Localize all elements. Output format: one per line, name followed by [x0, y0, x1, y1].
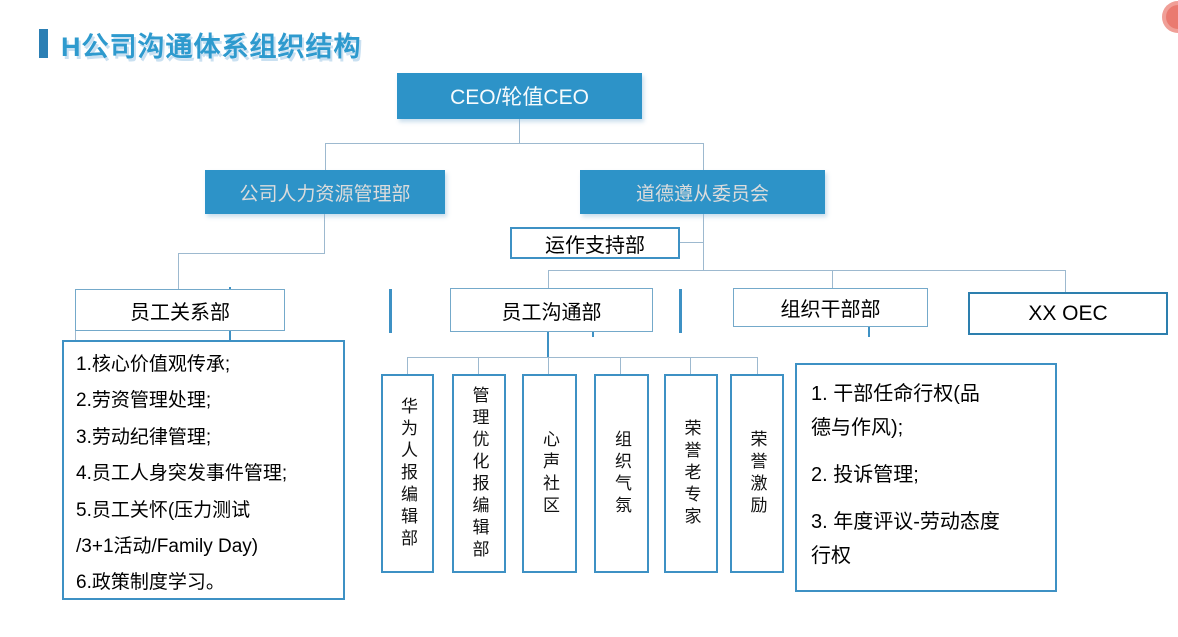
- comm-dept-box: 员工沟通部: [450, 288, 653, 332]
- duty-line: 6.政策制度学习。: [76, 572, 225, 594]
- duty-item: 2. 投诉管理;: [811, 458, 1045, 492]
- comm-child-box: 荣誉激励: [730, 374, 784, 573]
- comm-child-label: 管理优化报编辑部: [469, 385, 489, 562]
- page-title: H公司沟通体系组织结构: [61, 32, 362, 62]
- connector-line: [324, 214, 325, 254]
- cadre-duties-panel: 1. 干部任命行权(品 德与作风); 2. 投诉管理; 3. 年度评议-劳动态度…: [795, 363, 1057, 592]
- duty-line: /3+1活动/Family Day): [76, 536, 259, 558]
- title-accent-bar: [39, 29, 48, 58]
- duty-line: 行权: [811, 545, 851, 567]
- comm-child-box: 荣誉老专家: [664, 374, 718, 573]
- connector-line: [548, 358, 549, 374]
- comm-child-label: 组织气氛: [612, 429, 631, 518]
- comm-child-box: 组织气氛: [594, 374, 649, 573]
- connector-line: [620, 358, 621, 374]
- connector-line: [703, 214, 704, 271]
- connector-line: [703, 144, 704, 170]
- connector-line: [547, 332, 549, 357]
- relations-dept-box: 员工关系部: [75, 289, 285, 331]
- relations-duties-panel: 1.核心价值观传承; 2.劳资管理处理; 3.劳动纪律管理; 4.员工人身突发事…: [62, 340, 345, 600]
- comm-child-label: 荣誉老专家: [681, 418, 701, 529]
- connector-line: [690, 358, 691, 374]
- connector-line: [680, 242, 703, 243]
- connector-line: [407, 357, 758, 358]
- support-dept-box: 运作支持部: [510, 227, 680, 259]
- duty-line: 2.劳资管理处理;: [76, 390, 212, 412]
- connector-line: [478, 358, 479, 374]
- connector-line: [178, 253, 325, 254]
- ceo-box: CEO/轮值CEO: [397, 73, 642, 119]
- comm-child-label: 心声社区: [540, 429, 559, 518]
- connector-line: [832, 271, 833, 288]
- connector-line: [1065, 271, 1066, 292]
- comm-child-label: 荣誉激励: [747, 429, 767, 518]
- duty-line: 4.员工人身突发事件管理;: [76, 463, 288, 485]
- floating-widget-icon[interactable]: [1162, 1, 1178, 33]
- connector-line: [407, 358, 408, 374]
- duty-item: 1. 干部任命行权(品 德与作风);: [811, 377, 1045, 445]
- duty-line: 1. 干部任命行权(品: [811, 383, 980, 405]
- duty-line: 5.员工关怀(压力测试: [76, 499, 251, 521]
- duty-line: 2. 投诉管理;: [811, 464, 919, 486]
- comm-child-box: 心声社区: [522, 374, 577, 573]
- connector-line: [548, 270, 1066, 271]
- connector-line: [519, 119, 520, 144]
- comm-child-box: 管理优化报编辑部: [452, 374, 506, 573]
- connector-line: [757, 358, 758, 374]
- duty-line: 3. 年度评议-劳动态度: [811, 511, 1000, 533]
- cadre-dept-box: 组织干部部: [733, 288, 928, 327]
- duty-line: 1.核心价值观传承;: [76, 354, 231, 375]
- divider-line: [679, 289, 682, 333]
- duty-line: 德与作风);: [811, 417, 904, 439]
- divider-line: [389, 289, 392, 333]
- connector-line: [548, 271, 549, 288]
- duty-item: 3. 年度评议-劳动态度 行权: [811, 505, 1045, 573]
- connector-line: [75, 331, 76, 341]
- oec-box: XX OEC: [968, 292, 1168, 335]
- ethics-committee-box: 道德遵从委员会: [580, 170, 825, 214]
- duty-line: 3.劳动纪律管理;: [76, 426, 212, 448]
- comm-child-label: 华为人报编辑部: [398, 396, 417, 551]
- connector-line: [325, 144, 326, 170]
- connector-line: [178, 254, 179, 289]
- hr-dept-box: 公司人力资源管理部: [205, 170, 445, 214]
- comm-child-box: 华为人报编辑部: [381, 374, 434, 573]
- connector-line: [325, 143, 704, 144]
